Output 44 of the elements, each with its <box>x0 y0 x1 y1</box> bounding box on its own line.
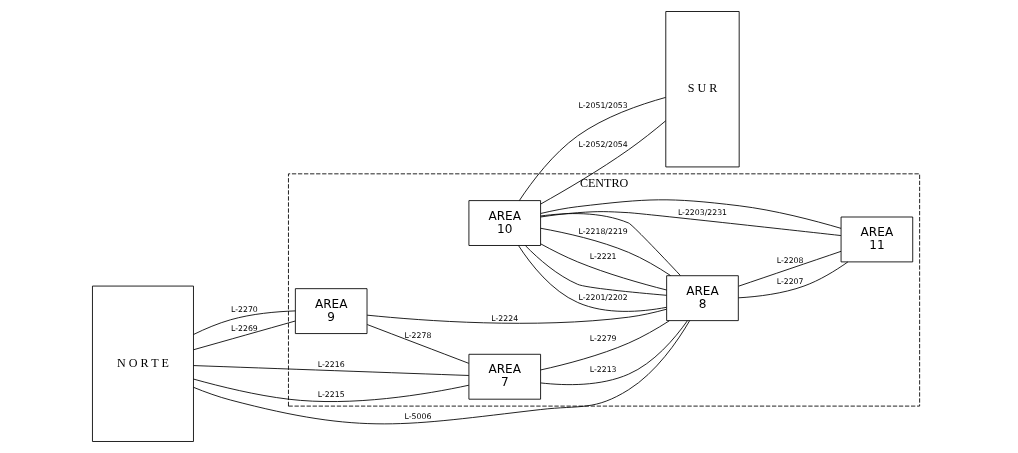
connector <box>192 378 469 402</box>
edge-label: L-2278 <box>404 331 431 341</box>
connector <box>192 320 690 425</box>
edge-label: L-2215 <box>317 389 345 399</box>
connector <box>366 324 469 364</box>
connector <box>539 211 841 236</box>
connector <box>192 365 469 376</box>
edge-label: L-2224 <box>490 313 518 323</box>
edge-label: L-2216 <box>317 360 345 370</box>
edge-label: L-2221 <box>589 252 617 262</box>
edge-label: L-2208 <box>776 255 803 265</box>
connector <box>539 320 670 371</box>
connector <box>192 310 296 335</box>
node-box: AREA 8 <box>665 275 739 322</box>
connector <box>540 199 841 229</box>
edge-label: L-2279 <box>589 333 617 343</box>
connector <box>737 250 841 287</box>
edge-label: L-2203/2231 <box>677 207 727 217</box>
edge-label: L-2269 <box>230 324 258 334</box>
edge-label: L-2201/2202 <box>578 293 628 303</box>
connector <box>539 120 666 205</box>
edge-label: L-2052/2054 <box>578 140 628 150</box>
connector <box>518 97 666 201</box>
node-box: AREA 9 <box>294 288 367 334</box>
node-box: AREA 7 <box>468 353 541 400</box>
edge-label: L-2051/2053 <box>578 101 628 111</box>
connector <box>539 243 667 291</box>
edge-label: L-2213 <box>589 364 617 374</box>
connector <box>524 245 667 296</box>
connector <box>192 320 296 351</box>
edge-label: L-2218/2219 <box>578 227 628 237</box>
edge-label: L-5006 <box>404 412 431 422</box>
connector <box>539 227 671 276</box>
connector <box>517 245 667 312</box>
edge-label: L-2270 <box>230 305 258 315</box>
node-box: S U R <box>664 11 740 168</box>
node-box: AREA 11 <box>840 216 913 263</box>
connector <box>737 261 848 299</box>
connector <box>366 308 667 324</box>
node-box: N O R T E <box>91 285 194 442</box>
node-box: AREA 10 <box>468 200 541 246</box>
connector <box>539 320 688 386</box>
connector <box>539 213 681 276</box>
edge-label: L-2207 <box>776 276 803 286</box>
